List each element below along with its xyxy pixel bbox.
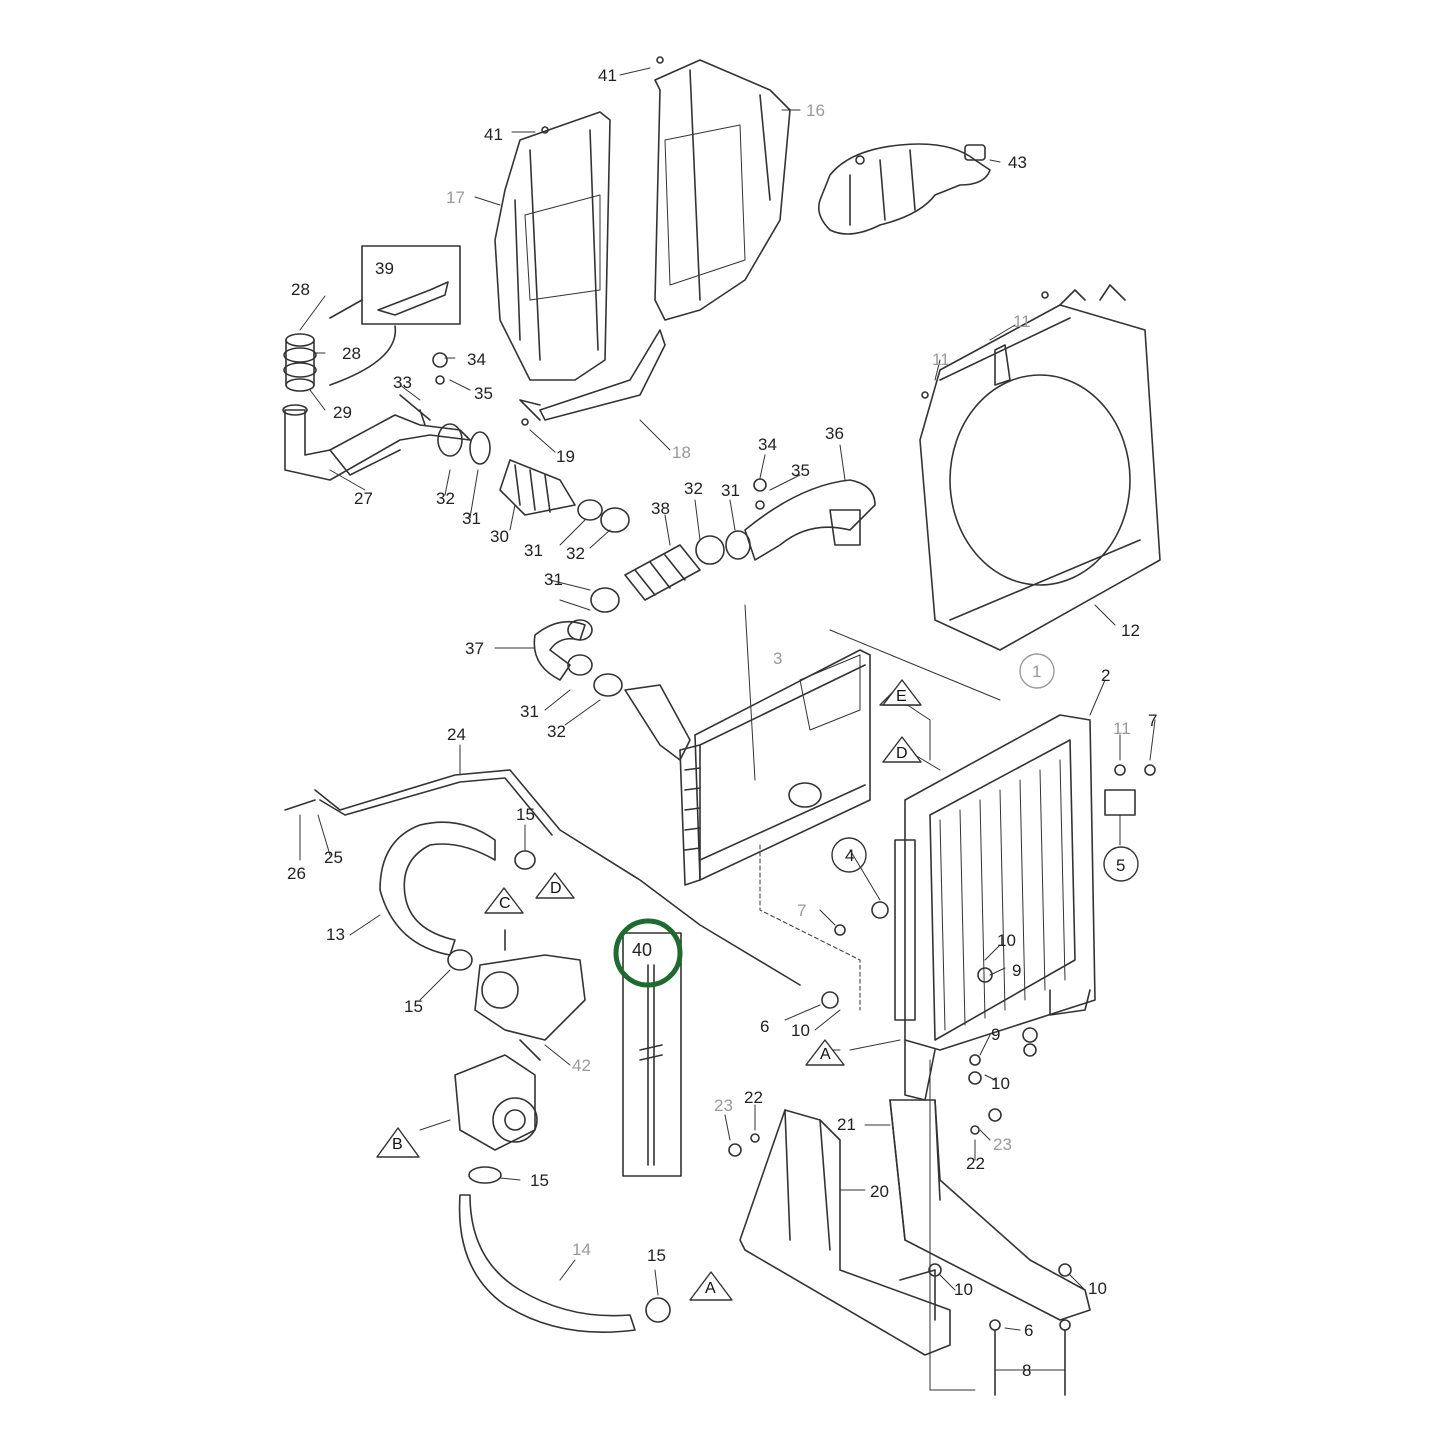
- thermostat-housing: [454, 929, 586, 1151]
- label-5: 5: [1116, 856, 1126, 875]
- label-38: 38: [651, 499, 670, 518]
- label-34-left: 34: [467, 350, 486, 369]
- triangle-label-a-bottom: A: [705, 1280, 716, 1297]
- label-3: 3: [773, 649, 783, 668]
- leader-lines: [299, 67, 1156, 1391]
- part-40-box: [622, 932, 682, 1177]
- label-31-d: 31: [544, 570, 563, 589]
- label-10-center: 10: [791, 1021, 810, 1040]
- label-31-e: 31: [520, 702, 539, 721]
- intercooler-hose-upper: [437, 423, 630, 533]
- label-15-bottom: 15: [647, 1246, 666, 1265]
- triangle-label-a-mid: A: [820, 1046, 831, 1063]
- label-21: 21: [837, 1115, 856, 1134]
- label-19: 19: [556, 447, 575, 466]
- label-6-mid: 6: [760, 1017, 770, 1036]
- stay-bar: [284, 769, 839, 1009]
- label-26: 26: [287, 864, 306, 883]
- hose-14: [458, 1166, 671, 1333]
- label-7-top: 7: [1148, 711, 1158, 730]
- label-34-right: 34: [758, 435, 777, 454]
- radiator: [894, 714, 1096, 1101]
- fan-shroud-frame: [919, 284, 1161, 651]
- label-20: 20: [870, 1182, 889, 1201]
- label-16: 16: [806, 101, 825, 120]
- label-35-right: 35: [791, 461, 810, 480]
- label-23-right: 23: [993, 1135, 1012, 1154]
- label-28-top: 28: [291, 280, 310, 299]
- label-15-left: 15: [404, 997, 423, 1016]
- label-28-mid: 28: [342, 344, 361, 363]
- label-35-left: 35: [474, 384, 493, 403]
- label-31-c: 31: [721, 481, 740, 500]
- label-14: 14: [572, 1240, 591, 1259]
- label-18: 18: [672, 443, 691, 462]
- label-41-left: 41: [484, 125, 503, 144]
- label-31-a: 31: [462, 509, 481, 528]
- clamp-stack: [283, 333, 317, 392]
- label-30: 30: [490, 527, 509, 546]
- label-11-left: 11: [932, 350, 950, 369]
- label-32-b: 32: [566, 544, 585, 563]
- label-2: 2: [1101, 666, 1111, 685]
- label-37: 37: [465, 639, 484, 658]
- label-4: 4: [845, 846, 855, 865]
- hose-13: [379, 821, 536, 971]
- label-29: 29: [333, 403, 352, 422]
- label-33: 33: [393, 373, 412, 392]
- label-17: 17: [446, 188, 465, 207]
- label-39: 39: [375, 259, 394, 278]
- label-27: 27: [354, 489, 373, 508]
- label-24: 24: [447, 725, 466, 744]
- fasteners: [432, 56, 1156, 1396]
- label-32-c: 32: [684, 479, 703, 498]
- label-11-top: 11: [1013, 312, 1031, 331]
- reference-triangles: [376, 679, 922, 1301]
- sealant-box: [329, 245, 461, 386]
- label-15-lower: 15: [530, 1171, 549, 1190]
- label-25: 25: [324, 848, 343, 867]
- label-10-low: 10: [991, 1074, 1010, 1093]
- label-23-left: 23: [714, 1096, 733, 1115]
- triangle-label-d-right: D: [896, 745, 908, 762]
- label-43: 43: [1008, 153, 1027, 172]
- label-36: 36: [825, 424, 844, 443]
- label-10-bracket-left: 10: [954, 1280, 973, 1299]
- label-32-a: 32: [436, 489, 455, 508]
- intercooler-hose-right: [590, 479, 876, 613]
- triangle-label-c: C: [499, 895, 511, 912]
- pipe-27: [282, 394, 471, 481]
- callout-circles: [831, 653, 1139, 882]
- label-22-right: 22: [966, 1154, 985, 1173]
- label-41-top: 41: [598, 66, 617, 85]
- label-31-b: 31: [524, 541, 543, 560]
- label-10-bracket-right: 10: [1088, 1279, 1107, 1298]
- expansion-tank: [817, 143, 991, 235]
- triangle-label-b: B: [392, 1136, 403, 1153]
- label-12: 12: [1121, 621, 1140, 640]
- label-10-mid: 10: [997, 931, 1016, 950]
- label-42: 42: [572, 1056, 591, 1075]
- highlight-circle: [613, 918, 683, 988]
- label-6-bottom: 6: [1024, 1321, 1034, 1340]
- label-8: 8: [1022, 1361, 1032, 1380]
- label-40: 40: [632, 940, 653, 960]
- label-9-low: 9: [991, 1025, 1001, 1044]
- triangle-label-e: E: [896, 688, 907, 705]
- label-13: 13: [326, 925, 345, 944]
- fan-shroud-halves: [494, 59, 791, 421]
- hose-37: [533, 619, 691, 761]
- label-9-mid: 9: [1012, 961, 1022, 980]
- radiator-brackets: [739, 1099, 1091, 1356]
- triangle-label-d-left: D: [550, 880, 562, 897]
- label-11-right: 11: [1113, 719, 1131, 738]
- label-22-left: 22: [744, 1088, 763, 1107]
- label-7-mid: 7: [797, 901, 807, 920]
- label-15-top: 15: [516, 805, 535, 824]
- label-32-d: 32: [547, 722, 566, 741]
- label-1: 1: [1032, 662, 1042, 681]
- intercooler: [679, 604, 1001, 886]
